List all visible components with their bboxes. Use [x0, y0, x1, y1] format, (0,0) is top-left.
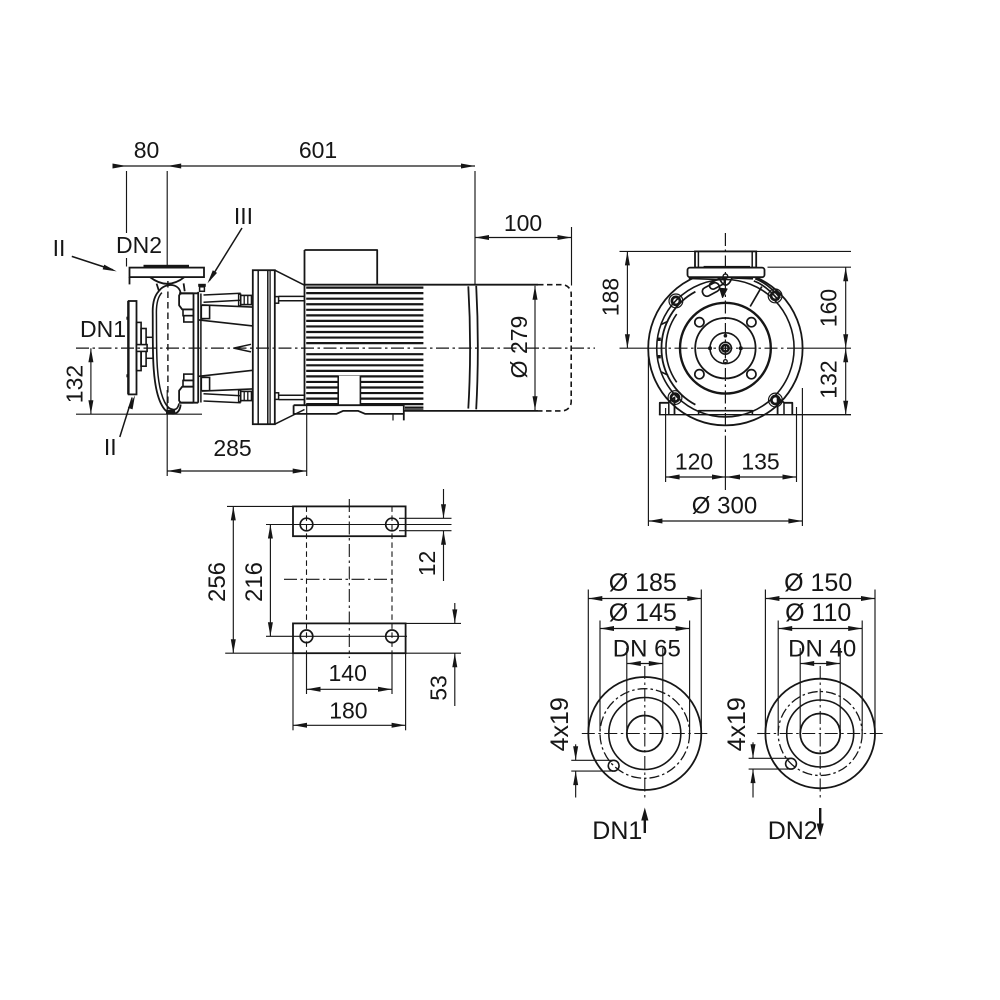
svg-text:DN1: DN1 — [80, 316, 126, 342]
svg-text:Ø 110: Ø 110 — [785, 599, 851, 627]
svg-text:216: 216 — [241, 562, 268, 602]
svg-text:II: II — [53, 235, 66, 261]
svg-text:53: 53 — [425, 675, 451, 701]
svg-text:285: 285 — [213, 435, 251, 461]
svg-text:4x19: 4x19 — [546, 697, 574, 751]
svg-text:188: 188 — [598, 278, 624, 316]
svg-text:160: 160 — [816, 289, 842, 327]
svg-text:80: 80 — [134, 137, 160, 163]
svg-text:Ø 150: Ø 150 — [784, 569, 852, 597]
svg-text:120: 120 — [675, 449, 713, 475]
svg-text:DN 40: DN 40 — [788, 636, 856, 663]
svg-text:Ø 300: Ø 300 — [692, 493, 757, 520]
svg-text:601: 601 — [299, 137, 337, 163]
svg-text:140: 140 — [329, 660, 367, 686]
svg-text:DN2: DN2 — [768, 817, 818, 845]
svg-text:180: 180 — [329, 698, 367, 724]
svg-text:Ø 279: Ø 279 — [506, 316, 532, 379]
svg-text:Ø 145: Ø 145 — [609, 599, 677, 627]
svg-text:132: 132 — [62, 365, 88, 403]
svg-text:Ø 185: Ø 185 — [609, 569, 677, 597]
svg-text:DN2: DN2 — [116, 232, 162, 258]
svg-text:132: 132 — [816, 360, 842, 398]
svg-text:III: III — [234, 203, 253, 229]
svg-text:DN 65: DN 65 — [613, 636, 681, 663]
svg-text:135: 135 — [741, 449, 779, 475]
svg-text:DN1: DN1 — [592, 817, 642, 845]
svg-text:12: 12 — [414, 551, 440, 577]
svg-text:II: II — [104, 434, 117, 460]
svg-text:100: 100 — [504, 210, 542, 236]
svg-text:4x19: 4x19 — [723, 697, 751, 751]
svg-text:256: 256 — [204, 562, 231, 602]
